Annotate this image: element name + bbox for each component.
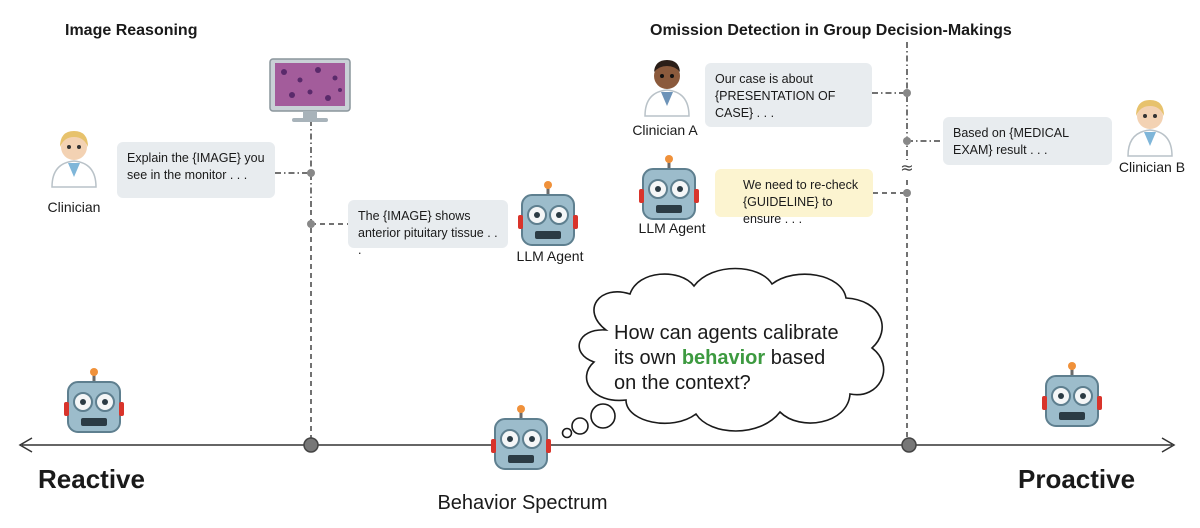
robot-icon (489, 403, 553, 471)
right-node-agent (903, 189, 911, 197)
robot-icon (62, 366, 126, 434)
clinician-male-icon (644, 59, 690, 117)
gap-marker: ≈ (900, 158, 913, 177)
thought-line-1: How can agents calibrate (614, 322, 839, 344)
right-node-a (903, 89, 911, 97)
robot-icon (1040, 360, 1104, 428)
right-node-b (903, 137, 911, 145)
thought-line-2-post: based (765, 347, 826, 369)
robot-icon (637, 153, 701, 221)
clinician-female-icon (51, 130, 97, 188)
right-axis-node (901, 437, 917, 453)
thought-text: How can agents calibrate its own behavio… (614, 321, 874, 396)
left-node-mid (307, 220, 315, 228)
clinician-a-speech-bubble: Our case is about {PRESENTATION OF CASE}… (705, 63, 872, 127)
left-panel-title: Image Reasoning (65, 22, 198, 39)
right-panel-title: Omission Detection in Group Decision-Mak… (650, 22, 1012, 39)
clinician-b-speech-bubble: Based on {MEDICAL EXAM} result . . . (943, 117, 1112, 165)
thought-line-2-pre: its own (614, 347, 682, 369)
agent-speech-bubble: The {IMAGE} shows anterior pituitary tis… (348, 200, 508, 257)
thought-accent-word: behavior (681, 347, 766, 369)
clinician-label: Clinician (47, 199, 101, 215)
proactive-label: Proactive (1018, 464, 1136, 494)
thought-line-3: on the context? (614, 372, 751, 394)
thought-cloud (561, 267, 885, 439)
monitor-histology-icon (269, 58, 351, 122)
agent-warning-bubble: We need to re-check {GUIDELINE} to ensur… (715, 169, 873, 226)
clinician-b-female-icon (1127, 99, 1173, 157)
left-node-top (307, 169, 315, 177)
reactive-label: Reactive (38, 464, 145, 494)
left-axis-node (303, 437, 319, 453)
thought-line-2: its own behavior based (614, 346, 874, 371)
axis-arrow-left (18, 437, 33, 453)
right-agent-label: LLM Agent (638, 220, 706, 236)
clinician-b-label: Clinician B (1118, 159, 1186, 175)
clinician-a-label: Clinician A (632, 122, 698, 138)
axis-arrow-right (1161, 437, 1176, 453)
clinician-speech-bubble: Explain the {IMAGE} you see in the monit… (117, 142, 275, 198)
robot-icon (516, 179, 580, 247)
behavior-spectrum-label: Behavior Spectrum (437, 492, 608, 514)
left-agent-label: LLM Agent (516, 248, 584, 264)
